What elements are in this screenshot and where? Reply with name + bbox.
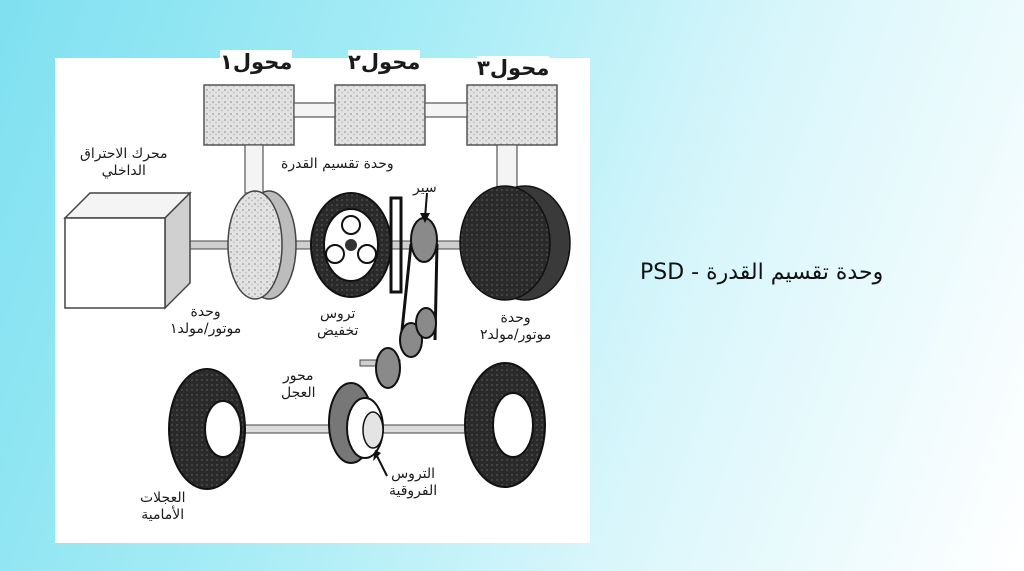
psd-diagram: محول١ محول٢ محول٣ محرك الاحتراق الداخلي … (55, 50, 590, 543)
diff-side-gear (362, 411, 384, 449)
mg2-label: وحدة موتور/مولد٢ (480, 310, 552, 344)
psd-sun-gear (345, 239, 357, 251)
converter-1-label: محول١ (220, 50, 293, 74)
diff-pointer (376, 455, 388, 477)
differential-label: التروس الفروقية (389, 466, 438, 500)
chain-pointer-head (420, 213, 430, 223)
reduction-gear-lower (375, 347, 401, 389)
cable-converter3-mg2 (496, 144, 518, 191)
converter-2-label: محول٢ (348, 50, 421, 74)
engine-front (64, 217, 166, 309)
reduction-gear-upper (399, 322, 423, 358)
chain-label: سير (413, 180, 437, 196)
left-wheel-rim (204, 400, 242, 458)
reduction-gears-label: تروس تخفيض (317, 306, 359, 340)
psd-planet-3 (357, 244, 377, 264)
axle-label: محور العجل (281, 368, 316, 402)
front-wheels-label: العجلات الأمامية (140, 490, 186, 524)
diagram-drawing (63, 84, 571, 490)
mg1-front (227, 190, 283, 300)
reduction-gear-upper-2 (415, 307, 437, 339)
mg1-label: وحدة موتور/مولد١ (170, 304, 242, 338)
diff-pointer-head (373, 450, 381, 461)
converter-link-1-2 (293, 102, 336, 118)
chain-sprocket (410, 217, 438, 263)
psd-label: وحدة تقسيم القدرة (281, 156, 394, 172)
converter-1-box (203, 84, 295, 146)
psd-bracket (389, 196, 403, 294)
converter-3-box (466, 84, 558, 146)
mg2-front (459, 185, 551, 301)
converter-2-box (334, 84, 426, 146)
right-wheel-rim (492, 392, 534, 458)
cable-converter1-mg1 (244, 144, 264, 194)
converter-link-2-3 (424, 102, 468, 118)
psd-planet-1 (341, 215, 361, 235)
psd-planet-2 (325, 244, 345, 264)
slide-title: PSD - وحدة تقسيم القدرة (640, 260, 884, 285)
engine-label: محرك الاحتراق الداخلي (80, 146, 168, 180)
converter-3-label: محول٣ (477, 56, 550, 80)
